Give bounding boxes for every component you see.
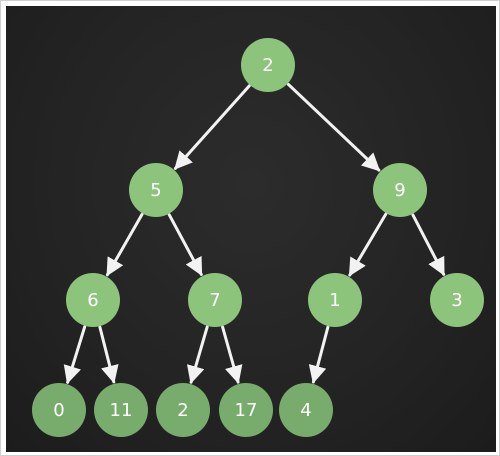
tree-node: 1 [308,273,362,327]
tree-node: 5 [129,163,183,217]
edge-arrow [167,213,203,276]
node-circle [430,273,484,327]
node-label: 1 [329,290,340,311]
node-label: 6 [87,290,98,311]
node-label: 5 [150,180,161,201]
node-label: 11 [110,400,133,421]
node-circle [373,163,427,217]
tree-node: 17 [219,383,273,437]
edge-arrow [348,212,388,277]
tree-node: 6 [66,273,120,327]
node-label: 3 [451,290,462,311]
edge-arrow [411,213,446,276]
node-label: 17 [235,400,258,421]
node-label: 9 [394,180,405,201]
tree-node: 2 [156,383,210,437]
node-circle [156,383,210,437]
edge-arrow [98,325,119,384]
node-circle [94,383,148,437]
node-label: 2 [262,55,273,76]
node-circle [279,383,333,437]
edges-layer [63,82,446,385]
node-label: 4 [300,400,311,421]
node-label: 2 [177,400,188,421]
tree-node: 11 [94,383,148,437]
node-circle [241,38,295,92]
edge-arrow [63,325,87,385]
tree-node: 0 [32,383,86,437]
node-circle [32,383,86,437]
tree-node: 4 [279,383,333,437]
node-circle [308,273,362,327]
nodes-layer: 2 5 9 6 7 1 3 0 11 2 17 4 [32,38,484,437]
edge-arrow [173,84,251,170]
tree-node: 3 [430,273,484,327]
edge-arrow [286,82,381,172]
node-circle [188,273,242,327]
node-circle [219,383,273,437]
node-label: 7 [209,290,220,311]
edge-arrow [186,325,209,384]
tree-node: 7 [188,273,242,327]
node-label: 0 [53,400,64,421]
tree-node: 2 [241,38,295,92]
edge-arrow [308,325,330,384]
tree-node: 9 [373,163,427,217]
edge-arrow [221,325,243,384]
node-circle [129,163,183,217]
edge-arrow [105,212,144,277]
node-circle [66,273,120,327]
